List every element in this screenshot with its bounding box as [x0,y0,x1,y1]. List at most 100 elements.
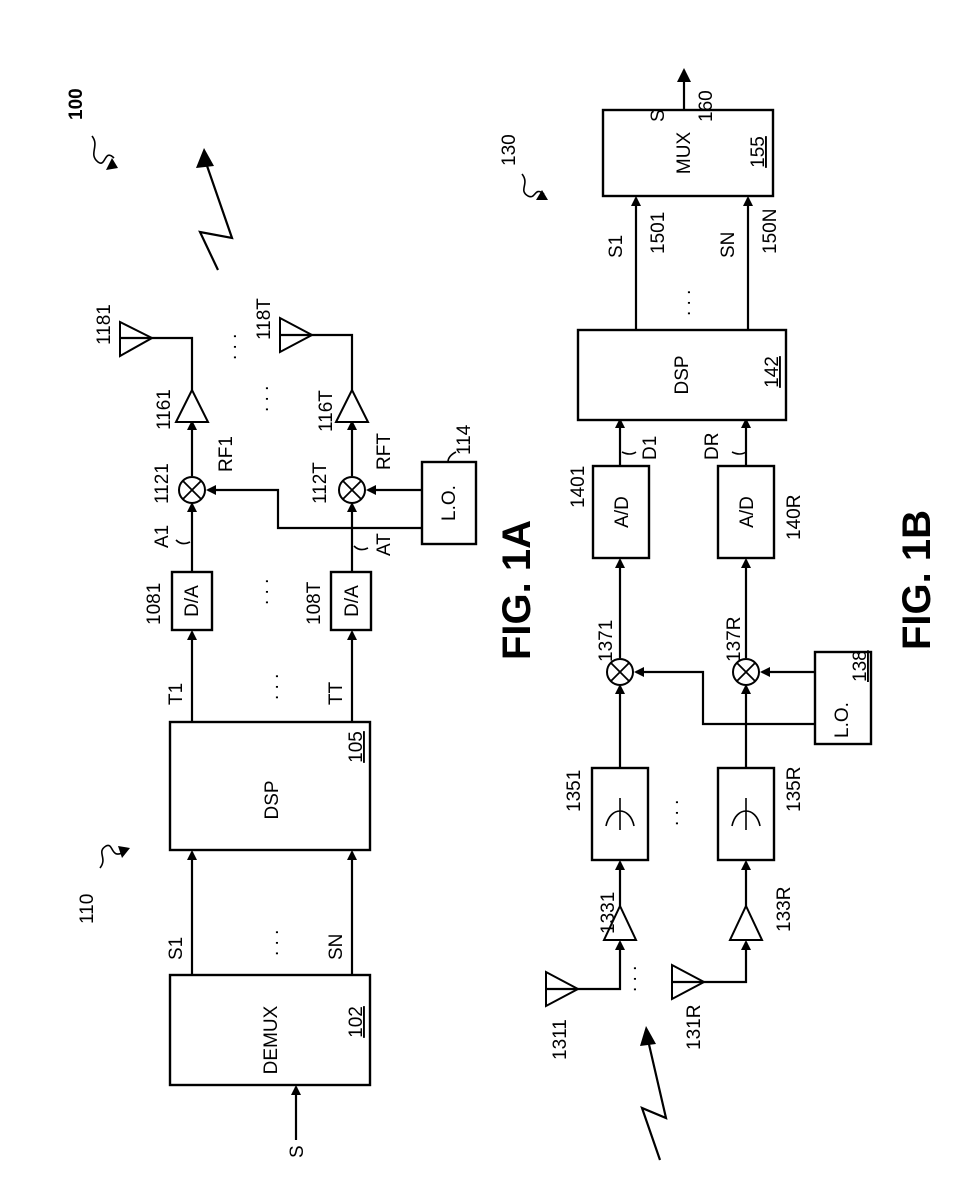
tx-label-first: T1 [166,683,187,705]
analog-label-first: A1 [152,525,173,548]
ellipsis-filter: . . . [662,800,683,826]
radiation-bolt-tx [198,159,234,271]
antenna-tx-first [119,320,155,358]
lo-rx-ref: 138 [850,650,871,682]
dac-ref-last: 108T [304,581,325,625]
amp-tx-first [174,387,210,423]
system-ref-arrowhead [106,158,118,170]
digital-tick-last [731,451,747,455]
input-label: S [287,1145,308,1158]
antenna-rx-last [671,963,707,1001]
system-ref-leader [91,135,115,164]
adc-block-first [591,464,651,560]
stream-rx-ref-first: 1501 [648,212,669,254]
filter-ref-first: 1351 [564,770,585,812]
dsp-rx-block [576,328,788,422]
lo-tx-label: L.O. [439,485,460,521]
antenna-feed-last [312,333,354,390]
tx-label-last: TT [326,681,347,705]
rf-label-first: RF1 [216,436,237,472]
ellipsis-tx: . . . [262,674,283,700]
antenna-tx-ref-first: 1181 [94,304,115,345]
digital-label-last: DR [702,433,723,460]
demux-ref: 102 [346,1006,367,1038]
ellipsis-rx-antenna: . . . [620,966,641,992]
dsp-rx-label: DSP [672,355,693,394]
lo-rx-label: L.O. [832,702,853,738]
antenna-tx-ref-last: 118T [254,298,275,340]
dac-label-first: D/A [182,585,203,617]
output-ref: 160 [696,90,717,122]
ellipsis-antenna: . . . [220,334,241,360]
filter-curve-icon-first [605,798,635,830]
stream-rx-label-first: S1 [606,235,627,258]
analog-tick-last [353,545,369,551]
demux-block [168,973,372,1087]
mixer-tx-first [178,476,206,504]
antenna-rx-ref-last: 131R [684,1005,705,1050]
dsp-tx-ref: 105 [346,731,367,763]
lna-first [602,903,638,941]
adc-label-first: A/D [612,496,633,528]
lo-tx-block [420,460,478,546]
radiation-bolt-rx-head [640,1026,656,1046]
system-ref: 100 [66,88,87,120]
dac-block-first [170,570,214,632]
antenna-feed-first [152,336,194,390]
lna-ref-last: 133R [774,887,795,932]
filter-ref-last: 135R [784,767,805,812]
dsp-rx-ref: 142 [762,356,783,388]
digital-tick-first [621,451,637,455]
caption-fig-1b: FIG. 1B [895,510,939,650]
stream-label-last: SN [326,934,347,960]
dsp-tx-block [168,720,372,852]
transmitter-ref-arrowhead [118,846,130,858]
analog-tick-first [175,539,191,545]
transmitter-ref-leader [99,844,125,869]
receiver-ref-arrowhead [536,190,548,200]
fig-1a: S DEMUX 102 S1 SN . . . 110 DSP 105 T1 T… [66,88,539,1158]
fig-1b: 1311 131R . . . 1331 133R 1351 135R . . … [499,68,939,1161]
radiation-bolt-tx-head [196,148,214,168]
lo-rx-feed-first [634,667,815,726]
mux-block [601,108,775,198]
mux-label: MUX [674,132,695,175]
mux-ref: 155 [748,136,769,168]
transmitter-ref: 110 [77,894,98,924]
dac-ref-first: 1081 [144,583,165,625]
ellipsis-streams: . . . [262,930,283,956]
amp-tx-ref-first: 1161 [154,389,175,430]
antenna-rx-first [545,970,581,1008]
stream-rx-ref-last: 150N [760,209,781,254]
lo-tx-feed-first [206,485,422,530]
antenna-rx-feed-first [578,940,625,991]
mixer-tx-last [338,476,366,504]
stream-label-first: S1 [166,937,187,960]
mixer-rx-ref-first: 1371 [596,620,617,662]
mixer-tx-ref-first: 1121 [152,463,173,504]
amp-tx-last [334,387,370,423]
antenna-rx-ref-first: 1311 [550,1019,571,1060]
ellipsis-amp: . . . [252,386,273,412]
rf-label-last: RFT [374,433,395,470]
antenna-rx-feed-last [704,940,751,984]
mixer-tx-ref-last: 112T [310,462,331,504]
antenna-tx-last [279,316,315,354]
ellipsis-dac: . . . [252,579,273,605]
ellipsis-rx-streams: . . . [674,290,695,316]
adc-block-last [716,464,776,560]
dac-label-last: D/A [342,585,363,617]
adc-label-last: A/D [737,496,758,528]
analog-label-last: AT [374,533,395,556]
mixer-rx-ref-last: 137R [724,617,745,662]
adc-ref-last: 140R [784,495,805,540]
lna-last [728,903,764,941]
receiver-ref-leader [521,173,545,198]
output-label: S [648,109,669,122]
adc-ref-first: 1401 [568,466,589,508]
receiver-ref: 130 [499,134,520,166]
amp-tx-ref-last: 116T [316,390,337,432]
lo-tx-ref: 114 [454,424,475,455]
